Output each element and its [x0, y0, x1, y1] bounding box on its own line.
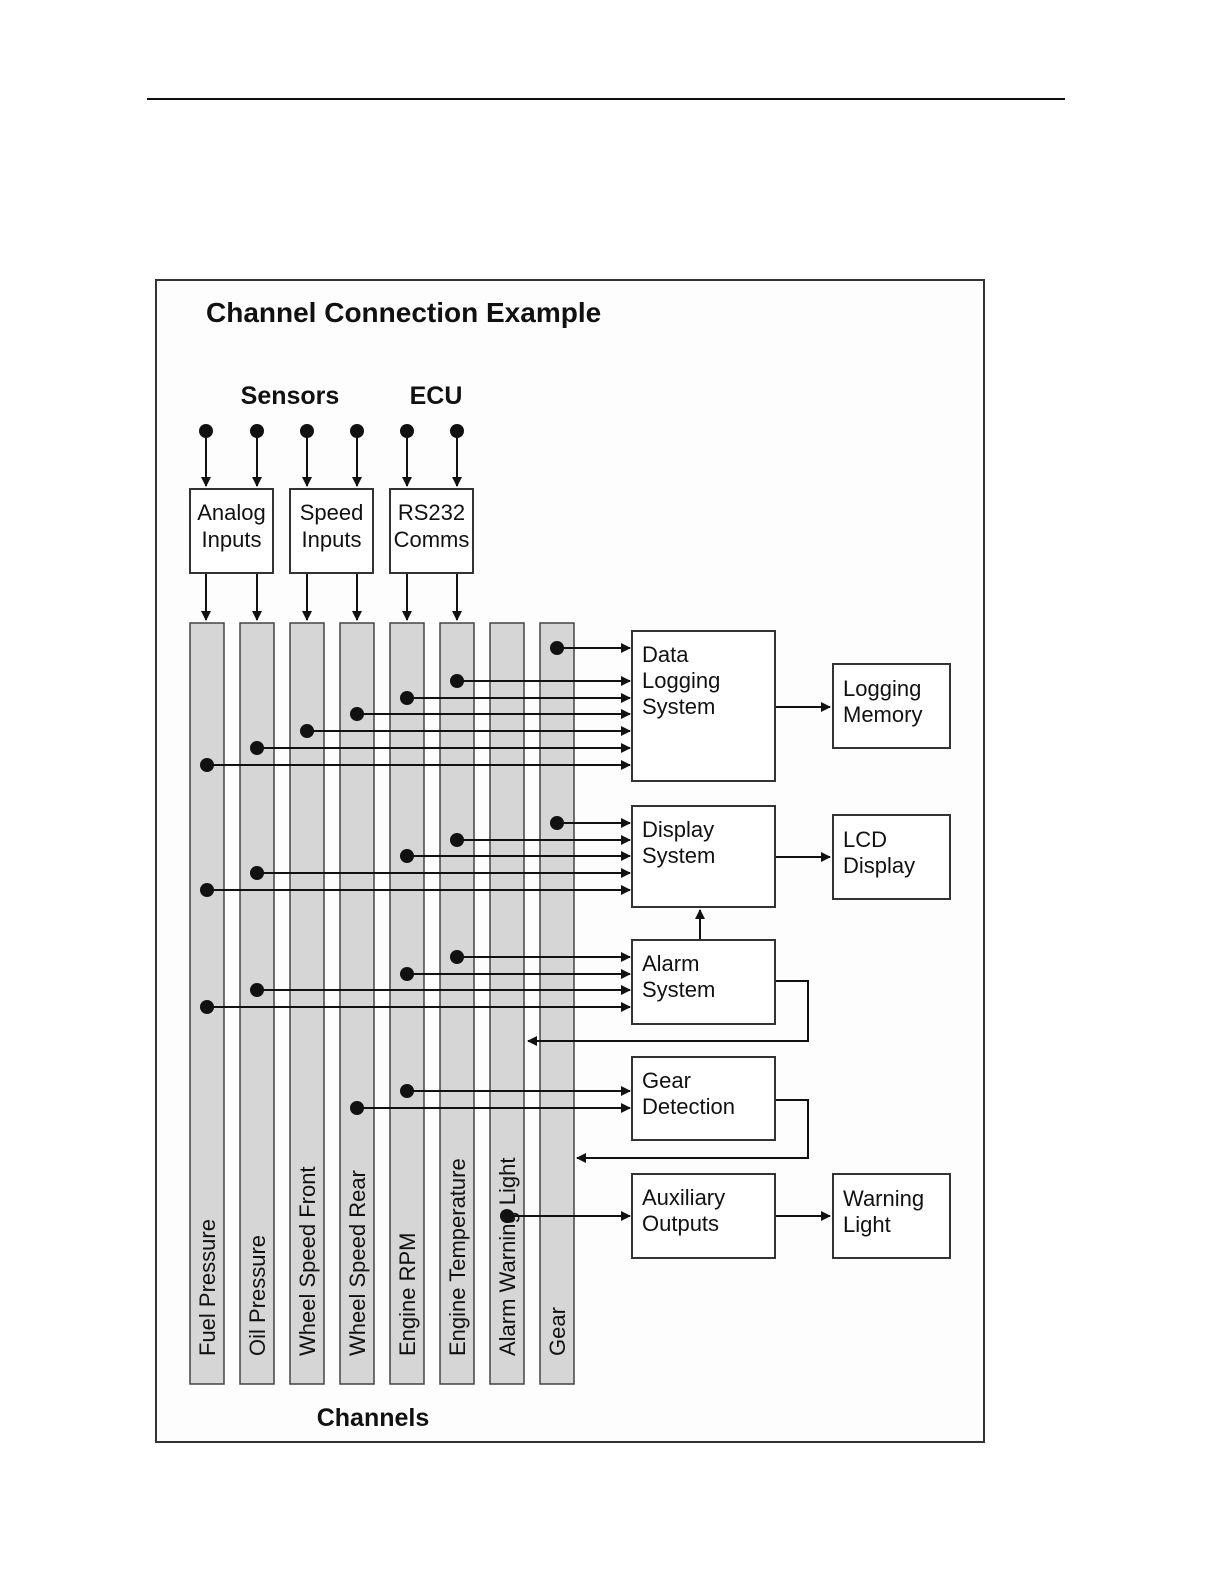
ecu-label: ECU: [410, 382, 463, 410]
channel-bar-engine-temperature: [439, 622, 475, 1385]
system-alarm-label-2: System: [642, 977, 715, 1002]
input-module-speed-label-1: Speed: [300, 500, 364, 525]
input-module-analog-label-2: Inputs: [202, 527, 262, 552]
system-auxiliary-box: [631, 1173, 776, 1259]
system-display-box: [631, 805, 776, 908]
output-lcd-display-box: [832, 814, 951, 900]
system-auxiliary-label-2: Outputs: [642, 1211, 719, 1236]
diagram-title: Channel Connection Example: [206, 297, 601, 328]
output-logging-memory-label-2: Memory: [843, 702, 922, 727]
feedback-alarm-to-warning-light-channel: [527, 980, 809, 1046]
channel-label-oil-pressure: Oil Pressure: [245, 1235, 270, 1356]
channel-label-gear: Gear: [545, 1307, 570, 1356]
channel-bar-gear: [539, 622, 575, 1385]
system-gear-detection-box: [631, 1056, 776, 1141]
system-gear-detection-label-2: Detection: [642, 1094, 735, 1119]
system-auxiliary-label-1: Auxiliary: [642, 1185, 725, 1210]
channel-label-wheel-speed-front: Wheel Speed Front: [295, 1166, 320, 1356]
sensors-label: Sensors: [241, 382, 340, 410]
system-alarm-box: [631, 939, 776, 1025]
channel-bars: Fuel Pressure Oil Pressure Wheel Speed Fro…: [189, 622, 575, 1385]
input-module-speed-box: [289, 488, 374, 574]
channel-label-fuel-pressure: Fuel Pressure: [195, 1219, 220, 1356]
channel-bar-wheel-speed-rear: [339, 622, 375, 1385]
channel-label-engine-rpm: Engine RPM: [395, 1232, 420, 1356]
output-lcd-display-label-1: LCD: [843, 827, 887, 852]
channel-label-wheel-speed-rear: Wheel Speed Rear: [345, 1170, 370, 1356]
system-data-logging-label-3: System: [642, 694, 715, 719]
input-module-rs232-label-2: Comms: [394, 527, 470, 552]
output-logging-memory-box: [832, 663, 951, 749]
channel-label-engine-temperature: Engine Temperature: [445, 1158, 470, 1356]
system-display-label-1: Display: [642, 817, 714, 842]
feedback-gear-detection-to-gear-channel: [576, 1099, 809, 1163]
output-warning-light-label-2: Light: [843, 1212, 891, 1237]
input-module-analog-box: [189, 488, 274, 574]
system-alarm-label-1: Alarm: [642, 951, 699, 976]
system-data-logging-label-1: Data: [642, 642, 689, 667]
channel-bar-wheel-speed-front: [289, 622, 325, 1385]
system-display-label-2: System: [642, 843, 715, 868]
channel-bar-engine-rpm: [389, 622, 425, 1385]
connection-lines: [199, 424, 831, 1223]
input-module-rs232-box: [389, 488, 474, 574]
channel-label-alarm-warning-light: Alarm Warning Light: [495, 1158, 520, 1356]
system-data-logging-label-2: Logging: [642, 668, 720, 693]
output-warning-light-box: [832, 1173, 951, 1259]
output-lcd-display-label-2: Display: [843, 853, 915, 878]
channels-label: Channels: [317, 1404, 430, 1432]
output-logging-memory-label-1: Logging: [843, 676, 921, 701]
system-gear-detection-label-1: Gear: [642, 1068, 691, 1093]
module-boxes: AnalogInputsSpeedInputsRS232CommsDataLog…: [189, 488, 951, 1259]
system-data-logging-box: [631, 630, 776, 782]
input-module-speed-label-2: Inputs: [302, 527, 362, 552]
input-module-rs232-label-1: RS232: [398, 500, 465, 525]
input-module-analog-label-1: Analog: [197, 500, 266, 525]
channel-bar-alarm-warning-light: [489, 622, 525, 1385]
header-rule: [147, 98, 1065, 100]
output-warning-light-label-1: Warning: [843, 1186, 924, 1211]
